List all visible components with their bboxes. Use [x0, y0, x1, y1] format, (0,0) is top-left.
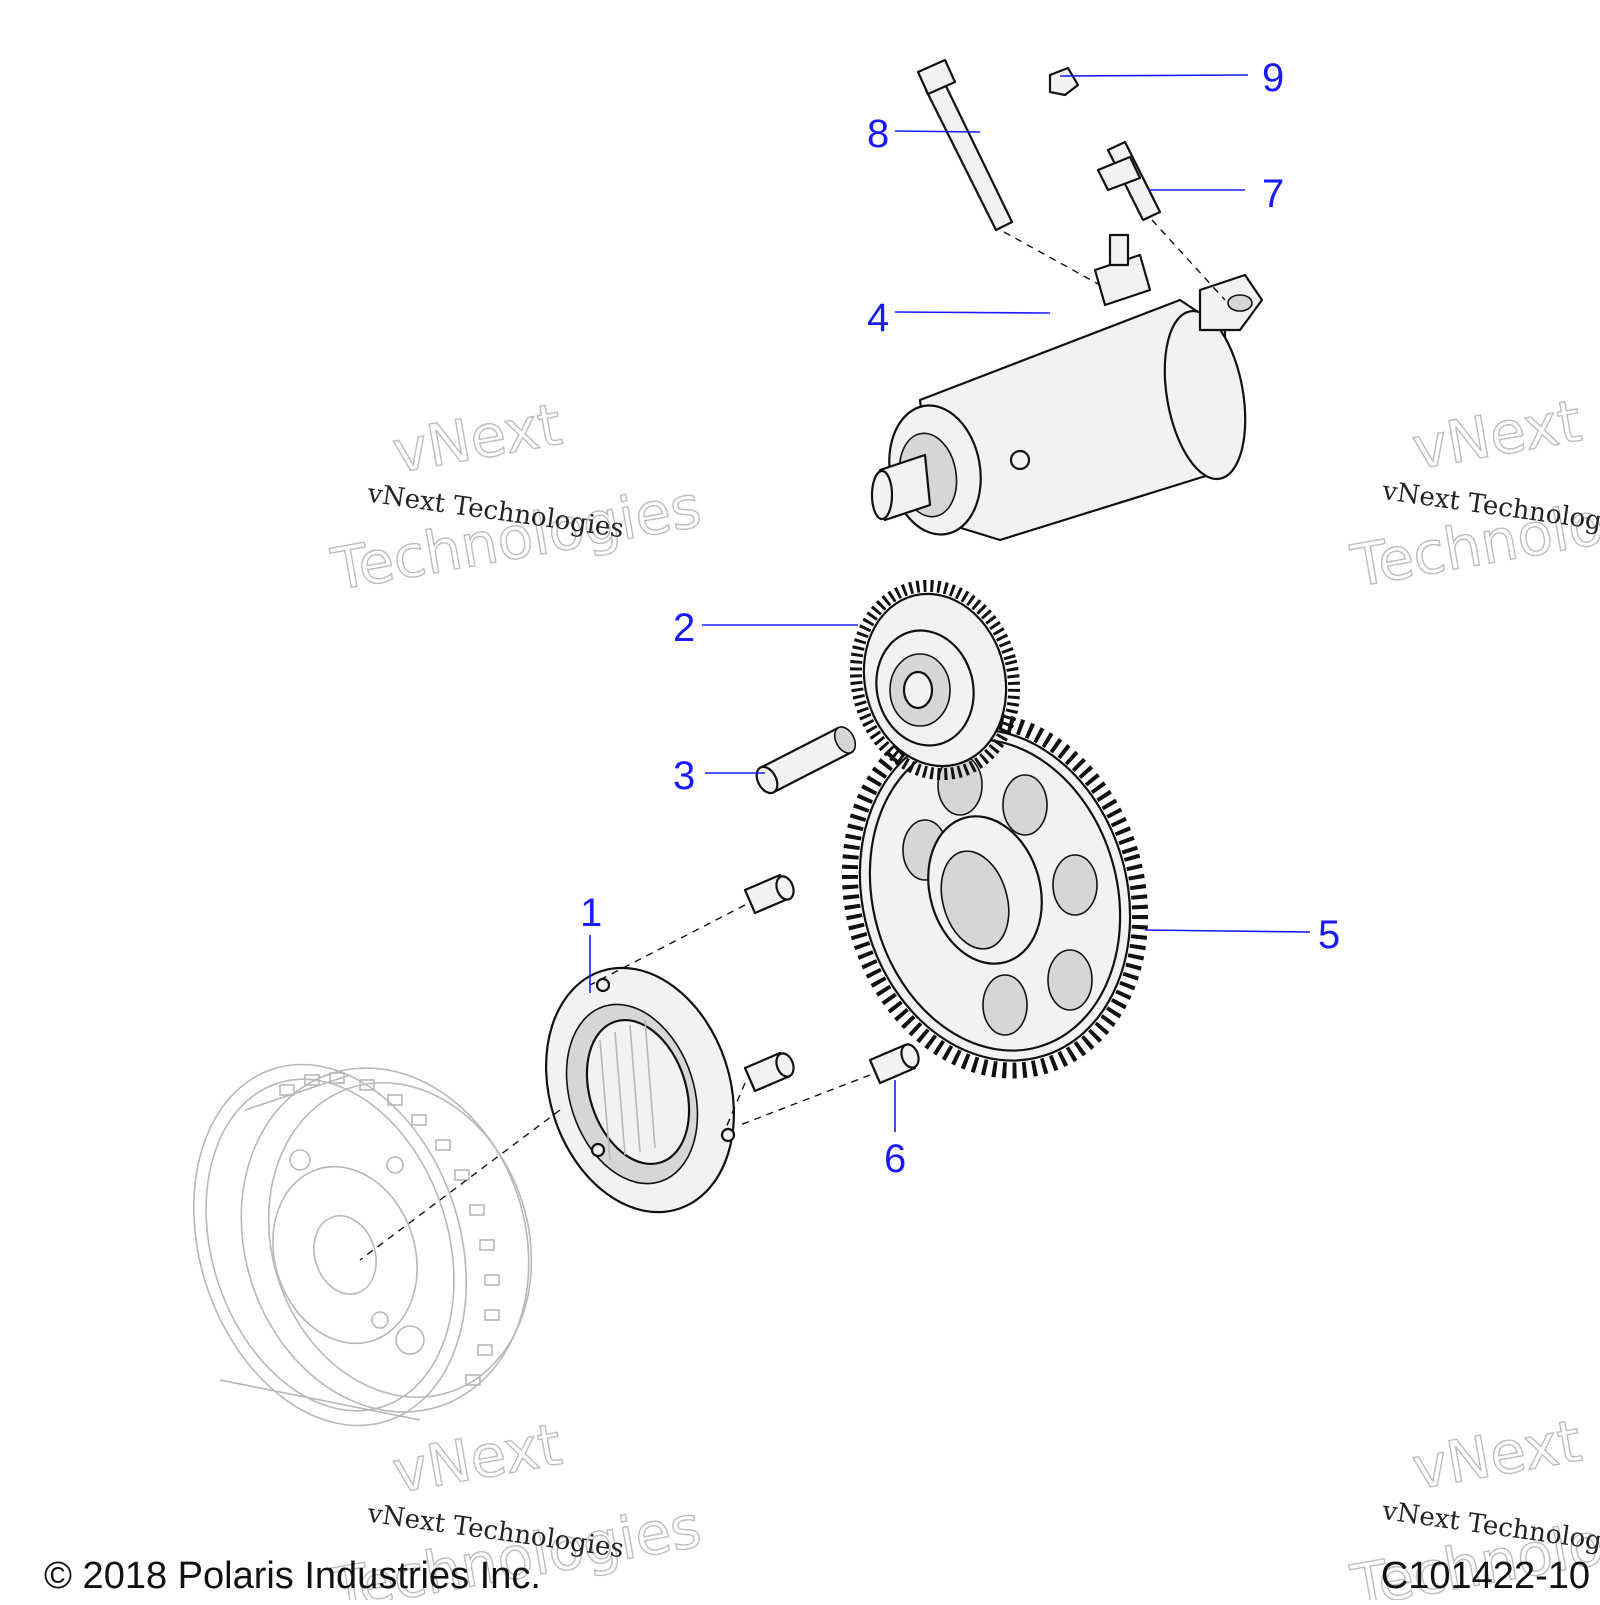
part-6-bolts	[359, 873, 920, 1261]
leader-4	[894, 311, 1051, 314]
flywheel-magnet-teeth	[279, 1072, 500, 1386]
part-4-starter-motor	[870, 233, 1264, 542]
watermark-outline-vnext: vNext	[388, 390, 567, 486]
part-1-starter-clutch	[544, 966, 736, 1214]
callout-7: 7	[1262, 172, 1284, 216]
part-7-stud	[1096, 140, 1226, 301]
callout-labels: 9 8 7 4 2 3 5 1 6	[580, 56, 1340, 1181]
callout-5: 5	[1318, 913, 1340, 957]
callout-8: 8	[867, 112, 889, 156]
leader-5	[1144, 929, 1311, 933]
part-5-driven-gear	[841, 711, 1149, 1079]
watermark-outline-vnext: vNext	[1407, 387, 1586, 483]
leader-8	[894, 130, 981, 133]
watermark-top-right: vNext Technologies vNext Technologies	[1345, 386, 1600, 601]
drawing-id: C101422-10	[1380, 1555, 1590, 1597]
copyright-text: © 2018 Polaris Industries Inc.	[44, 1555, 541, 1597]
watermark-top-left: vNext Technologies vNext Technologies	[326, 389, 707, 604]
callout-4: 4	[867, 296, 889, 340]
flywheel-part	[192, 1063, 533, 1427]
bolt-middle	[743, 1051, 795, 1093]
callout-3: 3	[673, 754, 695, 798]
callout-9: 9	[1262, 56, 1284, 100]
bolt-upper	[743, 873, 795, 915]
callout-6: 6	[884, 1137, 906, 1181]
part-8-long-bolt	[916, 58, 1101, 286]
leader-lines	[589, 74, 1311, 1132]
callout-1: 1	[580, 891, 602, 935]
part-9-nut	[1048, 66, 1080, 97]
bolt-lower	[868, 1043, 920, 1085]
part-3-shaft-pin	[755, 726, 857, 795]
callout-2: 2	[673, 606, 695, 650]
watermark-outline-vnext: vNext	[388, 1410, 567, 1506]
watermark-outline-vnext: vNext	[1407, 1407, 1586, 1503]
leader-9	[1059, 74, 1249, 77]
